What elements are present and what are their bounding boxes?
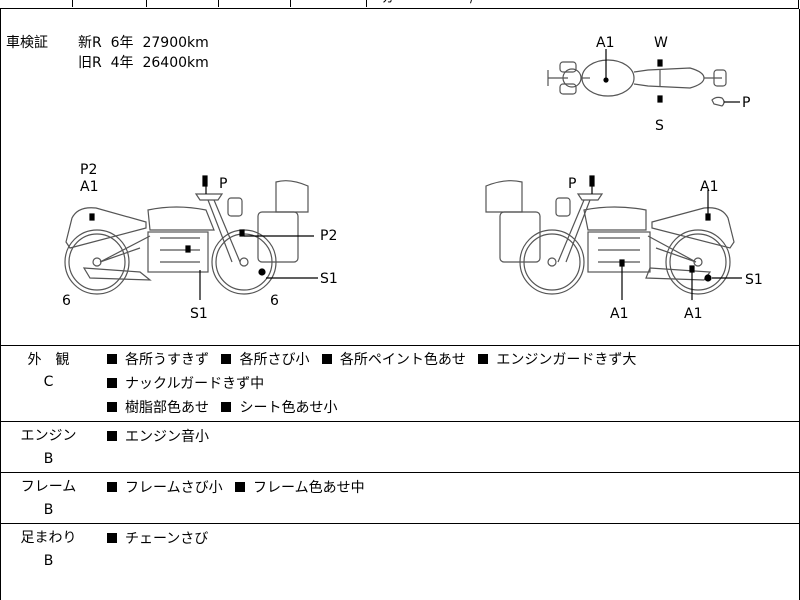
marker-label: A1 <box>700 179 718 195</box>
category-name: 外 観 <box>27 352 70 368</box>
defect-item: エンジンガードきず大 <box>478 352 636 368</box>
defect-item: シート色あせ小 <box>221 400 337 416</box>
mileage-unit: km <box>187 35 209 51</box>
defect-item: 各所うすきず <box>107 352 209 368</box>
marker-label: 6 <box>62 293 71 309</box>
bullet-square-icon <box>478 354 489 364</box>
bullet-square-icon <box>321 354 332 364</box>
left-side-motorcycle <box>64 175 318 300</box>
defect-item: 各所ペイント色あせ <box>321 352 466 368</box>
marker-label: A1 <box>684 306 702 322</box>
odometer-type: 新R <box>78 35 102 51</box>
bullet-square-icon <box>107 354 117 364</box>
inspection-row: 旧R 4年 26400km <box>6 53 209 73</box>
bullet-square-icon <box>107 402 117 412</box>
header-fragment: / <box>470 0 474 4</box>
defect-item: 樹脂部色あせ <box>107 400 209 416</box>
category-frame: フレーム B フレームさび小 フレーム色あせ中 <box>0 473 800 524</box>
category-items: エンジン音小 <box>107 425 797 449</box>
category-name: フレーム <box>20 479 77 495</box>
marker-label: W <box>654 35 668 51</box>
defect-item: 各所さび小 <box>221 352 309 368</box>
header-strip: ガ / <box>0 0 799 9</box>
marker-label: P2 <box>80 162 97 178</box>
category-grade: B <box>43 553 54 569</box>
defect-item: チェーンさび <box>107 531 208 547</box>
bullet-square-icon <box>107 482 117 492</box>
defect-item: エンジン音小 <box>107 429 209 445</box>
bullet-square-icon <box>107 533 117 543</box>
inspection-label: 車検証 <box>6 35 48 51</box>
bullet-square-icon <box>107 378 117 388</box>
header-fragment: ガ <box>382 0 394 4</box>
mileage-value: 26400 <box>142 55 188 71</box>
right-side-motorcycle <box>485 175 742 300</box>
category-name: 足まわり <box>20 530 77 546</box>
marker-label: P2 <box>320 228 337 244</box>
bullet-square-icon <box>221 402 232 412</box>
marker-label: P <box>742 95 750 111</box>
category-items: 各所うすきず 各所さび小 各所ペイント色あせ エンジンガードきず大 ナックルガー… <box>107 348 797 420</box>
marker-label: P <box>219 176 227 192</box>
category-engine: エンジン B エンジン音小 <box>0 422 800 473</box>
bullet-square-icon <box>221 354 232 364</box>
marker-label: A1 <box>80 179 98 195</box>
inspection-row: 車検証 新R 6年 27900km <box>6 33 209 53</box>
category-suspension: 足まわり B チェーンさび <box>0 524 800 600</box>
defect-item: フレーム色あせ中 <box>235 480 365 496</box>
category-name: エンジン <box>20 428 77 444</box>
marker-label: S <box>655 118 664 134</box>
defect-item: フレームさび小 <box>107 480 223 496</box>
marker-label: A1 <box>610 306 628 322</box>
inspection-years: 4年 <box>110 55 134 71</box>
top-view-motorcycle <box>547 49 740 107</box>
category-items: フレームさび小 フレーム色あせ中 <box>107 476 797 500</box>
inspection-record: 車検証新R 6年 27900km 旧R 4年 26400km <box>6 33 209 73</box>
inspection-years: 6年 <box>110 35 134 51</box>
mileage-unit: km <box>187 55 209 71</box>
marker-label: S1 <box>190 306 208 322</box>
marker-label: P <box>568 176 576 192</box>
odometer-type: 旧R <box>78 55 102 71</box>
defect-item: ナックルガードきず中 <box>107 376 264 392</box>
mileage-value: 27900 <box>142 35 188 51</box>
marker-label: A1 <box>596 35 614 51</box>
category-grade: B <box>43 451 54 467</box>
bullet-square-icon <box>235 482 246 492</box>
marker-label: 6 <box>270 293 279 309</box>
marker-label: S1 <box>745 272 763 288</box>
category-grade: C <box>43 374 54 390</box>
category-exterior: 外 観 C 各所うすきず 各所さび小 各所ペイント色あせ エンジンガードきず大 … <box>0 345 800 422</box>
marker-label: S1 <box>320 271 338 287</box>
category-items: チェーンさび <box>107 527 797 551</box>
motorcycle-diagrams: A1 W S P <box>62 35 763 322</box>
category-grade: B <box>43 502 54 518</box>
bullet-square-icon <box>107 431 117 441</box>
